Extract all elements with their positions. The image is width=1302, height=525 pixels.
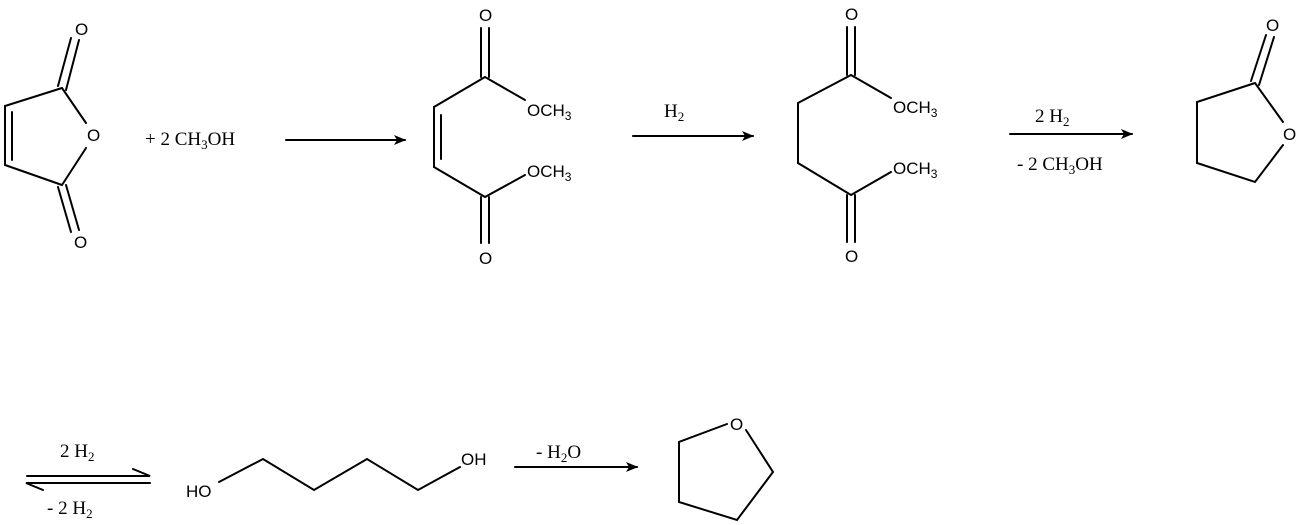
methoxy-group: OCH3 (527, 162, 572, 184)
byproduct-methanol: - 2 CH3OH (1017, 154, 1103, 177)
atom-O: O (845, 5, 858, 24)
hydroxyl-group: OH (461, 450, 487, 469)
atom-O: O (479, 6, 492, 25)
atom-O: O (87, 126, 100, 145)
atom-O: O (1283, 125, 1296, 144)
dimethyl-maleate: O O OCH3 OCH3 (433, 6, 572, 268)
atom-O: O (479, 249, 492, 268)
maleic-anhydride: O O O (4, 20, 100, 252)
reagent-hydrogen: 2 H2 (1035, 106, 1069, 129)
byproduct-water: - H2O (536, 442, 581, 465)
gamma-butyrolactone: O O (1196, 16, 1296, 184)
reagent-methanol: + 2 CH3OH (145, 129, 235, 152)
reagent-hydrogen: H2 (664, 101, 684, 124)
methoxy-group: OCH3 (893, 98, 938, 120)
hydroxyl-group: HO (186, 482, 212, 501)
atom-O: O (74, 233, 87, 252)
butanediol: HO OH (186, 450, 487, 501)
tetrahydrofuran: O (678, 415, 775, 522)
equilibrium-arrow (25, 468, 151, 491)
methoxy-group: OCH3 (893, 159, 938, 181)
atom-O: O (845, 247, 858, 266)
methoxy-group: OCH3 (527, 101, 572, 123)
atom-O: O (75, 20, 88, 39)
byproduct-hydrogen: - 2 H2 (47, 498, 93, 521)
atom-O: O (1266, 16, 1279, 35)
dimethyl-succinate: O O OCH3 OCH3 (797, 5, 938, 266)
reagent-hydrogen: 2 H2 (60, 441, 94, 464)
atom-O: O (730, 415, 743, 434)
